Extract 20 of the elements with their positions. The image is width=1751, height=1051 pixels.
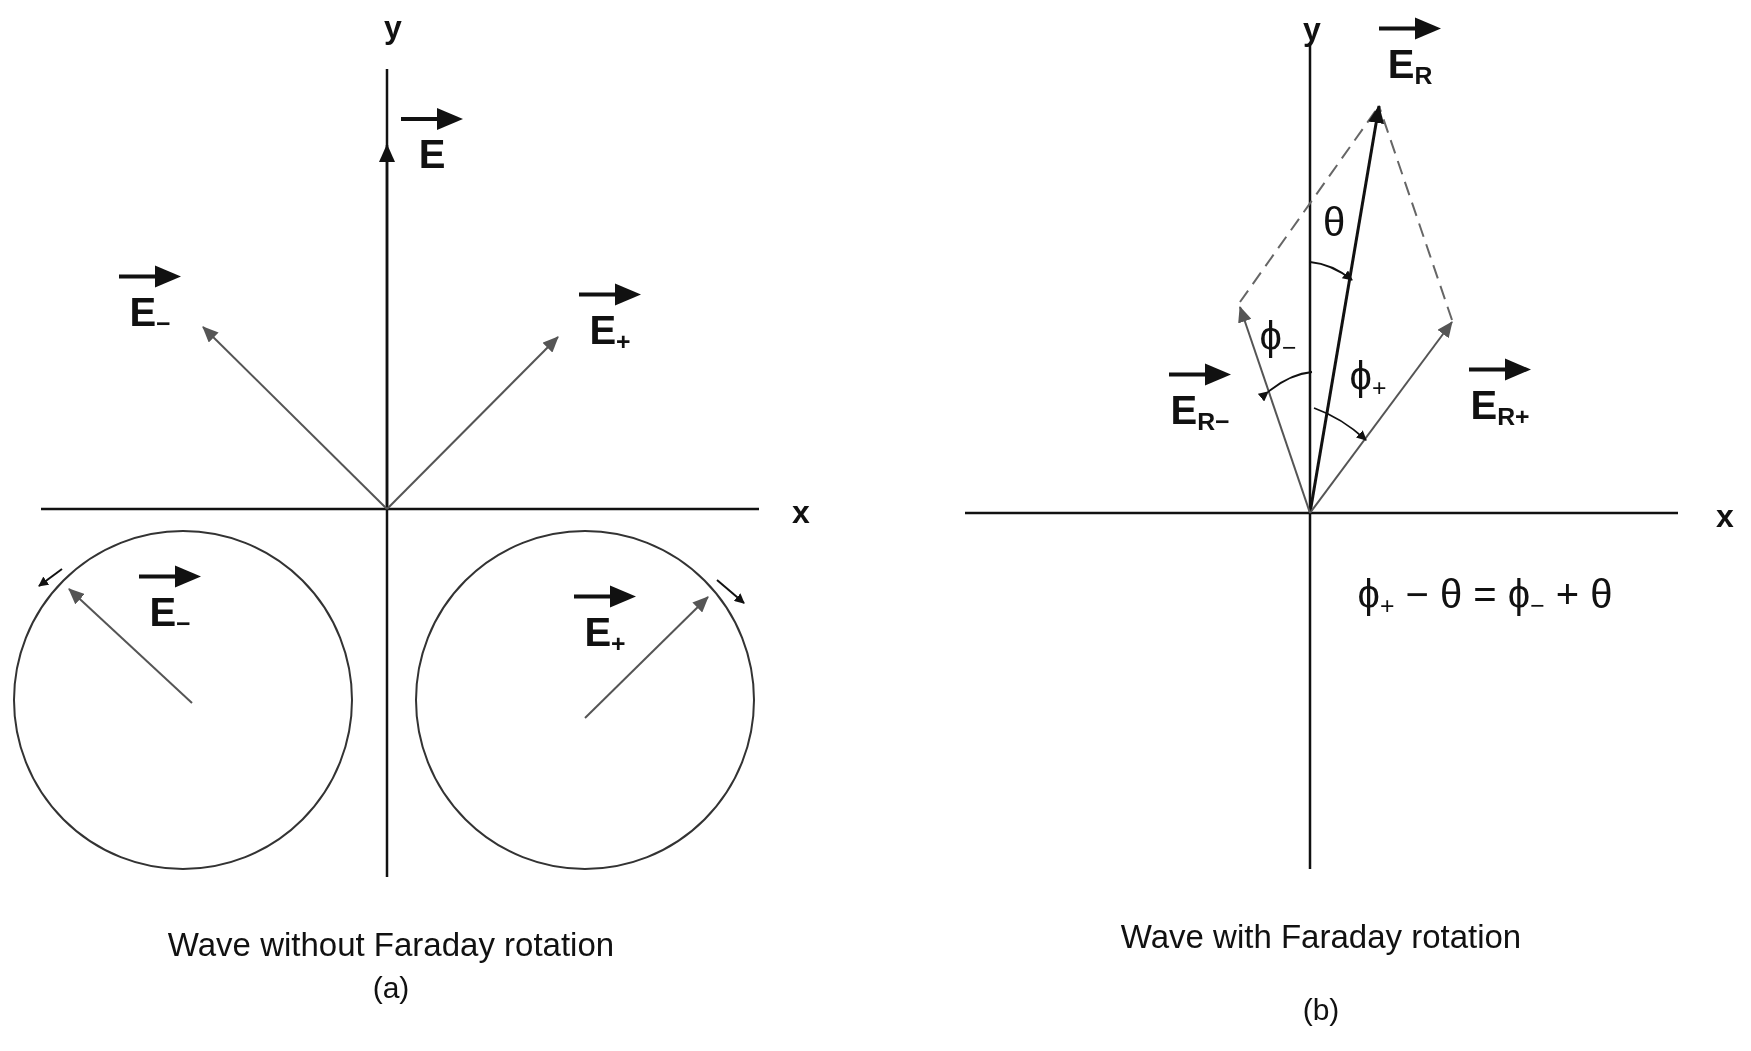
vector-label: E$_{R−}$ bbox=[1170, 387, 1230, 432]
caption: (a) bbox=[372, 971, 410, 1004]
vector-label: E$_{−}$ bbox=[149, 589, 191, 634]
caption: Wave with Faraday rotation bbox=[1120, 917, 1522, 955]
axis-label: y bbox=[384, 9, 402, 45]
vector-label: E bbox=[418, 132, 446, 176]
vector-label: E$_{R}$ bbox=[1387, 41, 1433, 86]
caption: (b) bbox=[1302, 993, 1340, 1026]
vector-label: E$_{+}$ bbox=[584, 609, 626, 654]
angle-label: θ bbox=[1322, 200, 1346, 244]
axis-label: x bbox=[1716, 498, 1734, 534]
axis-label: y bbox=[1303, 11, 1321, 47]
vector-label: E$_{R+}$ bbox=[1470, 382, 1530, 427]
caption: Wave without Faraday rotation bbox=[167, 925, 615, 963]
vector-label: E$_{−}$ bbox=[129, 289, 171, 334]
angle-label: ϕ$_{+}$ bbox=[1349, 353, 1387, 398]
axis-label: x bbox=[792, 494, 810, 530]
vector-label: E$_{+}$ bbox=[589, 307, 631, 352]
equation: ϕ$_{+}$ − θ = ϕ$_{−}$ + θ bbox=[1357, 571, 1613, 616]
angle-label: ϕ$_{−}$ bbox=[1259, 313, 1297, 358]
